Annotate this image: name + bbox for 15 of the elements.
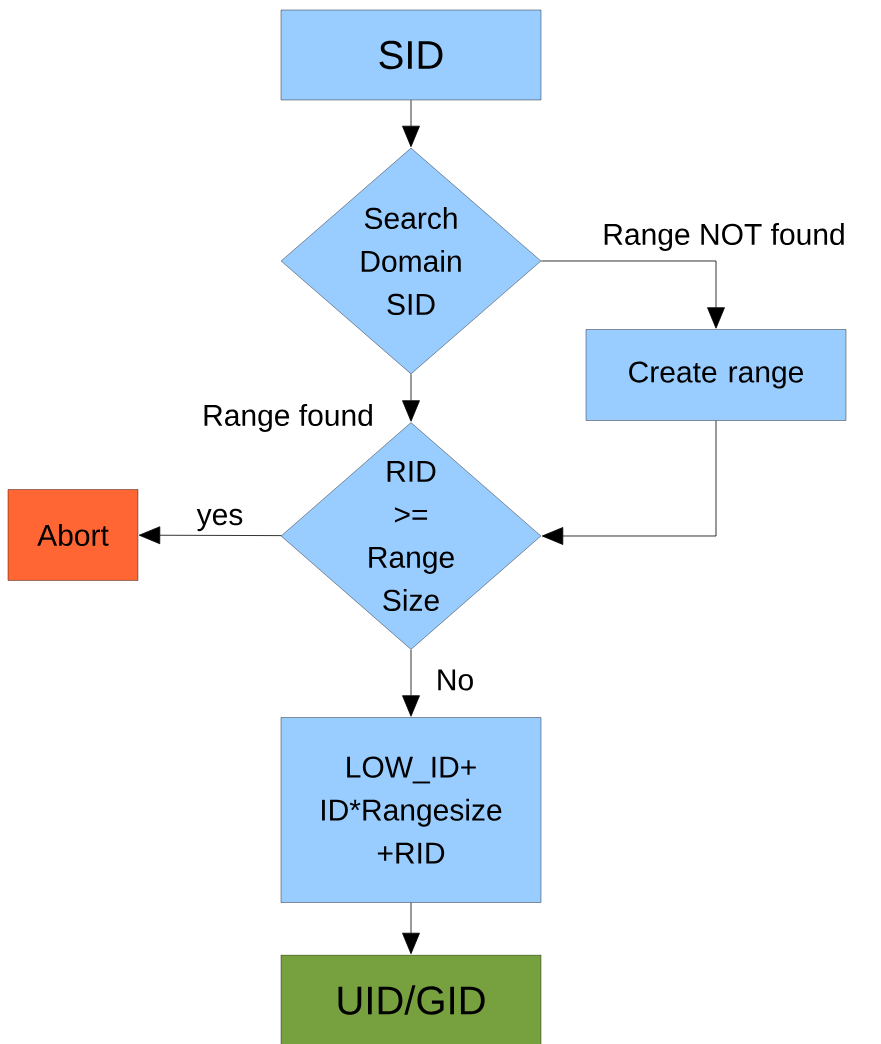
edge-label: Range NOT found xyxy=(601,222,847,252)
process-box: Abort xyxy=(7,489,139,581)
arrow xyxy=(402,373,420,422)
arrow xyxy=(402,649,420,717)
arrow xyxy=(540,260,725,329)
process-box: SID xyxy=(280,9,542,101)
arrow xyxy=(402,99,420,148)
arrow xyxy=(138,526,282,545)
edge-label: yes xyxy=(195,507,245,533)
arrow xyxy=(541,420,717,545)
process-box: Create range xyxy=(585,329,847,421)
process-box: UID/GID xyxy=(280,954,542,1044)
arrow xyxy=(402,902,420,955)
edge-label: No xyxy=(434,668,476,692)
process-box: LOW_ID+ ID*Rangesize +RID xyxy=(280,717,542,903)
